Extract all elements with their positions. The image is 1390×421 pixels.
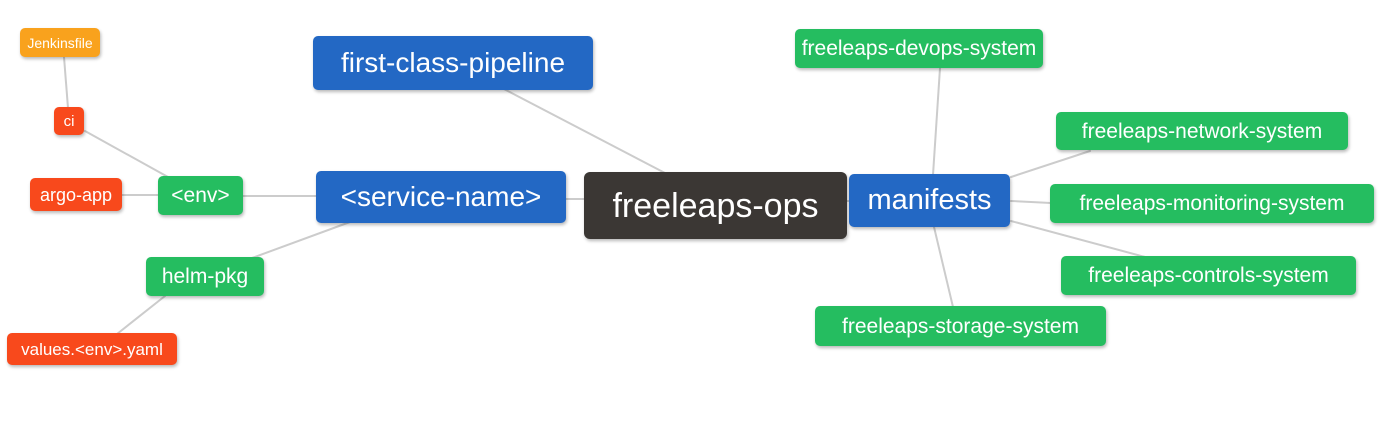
node-jenkinsfile[interactable]: Jenkinsfile <box>20 28 100 57</box>
edge-manifests-storage-system <box>933 226 954 308</box>
edge-values-helm-pkg <box>116 295 166 335</box>
node-freeleaps-controls-system[interactable]: freeleaps-controls-system <box>1061 256 1356 295</box>
edge-jenkinsfile-ci <box>63 56 69 109</box>
edge-helm-pkg-service-name <box>251 221 351 259</box>
edge-pipeline-freeleaps-ops <box>503 88 666 174</box>
node-values-env-yaml[interactable]: values.<env>.yaml <box>7 333 177 365</box>
node-freeleaps-network-system[interactable]: freeleaps-network-system <box>1056 112 1348 150</box>
node-freeleaps-monitoring-system[interactable]: freeleaps-monitoring-system <box>1050 184 1374 223</box>
edge-manifests-network-system <box>1010 150 1091 178</box>
node-freeleaps-storage-system[interactable]: freeleaps-storage-system <box>815 306 1106 346</box>
node-first-class-pipeline[interactable]: first-class-pipeline <box>313 36 593 90</box>
node-service-name[interactable]: <service-name> <box>316 171 566 223</box>
node-freeleaps-ops-root[interactable]: freeleaps-ops <box>584 172 847 239</box>
node-manifests[interactable]: manifests <box>849 174 1010 227</box>
node-freeleaps-devops-system[interactable]: freeleaps-devops-system <box>795 29 1043 68</box>
edge-manifests-devops-system <box>932 67 941 176</box>
node-helm-pkg[interactable]: helm-pkg <box>146 257 264 296</box>
node-argo-app[interactable]: argo-app <box>30 178 122 211</box>
edge-manifests-monitoring-system <box>1010 200 1052 204</box>
edge-manifests-controls-system <box>1010 220 1146 258</box>
node-ci[interactable]: ci <box>54 107 84 135</box>
edge-ci-env <box>84 130 169 178</box>
node-env[interactable]: <env> <box>158 176 243 215</box>
